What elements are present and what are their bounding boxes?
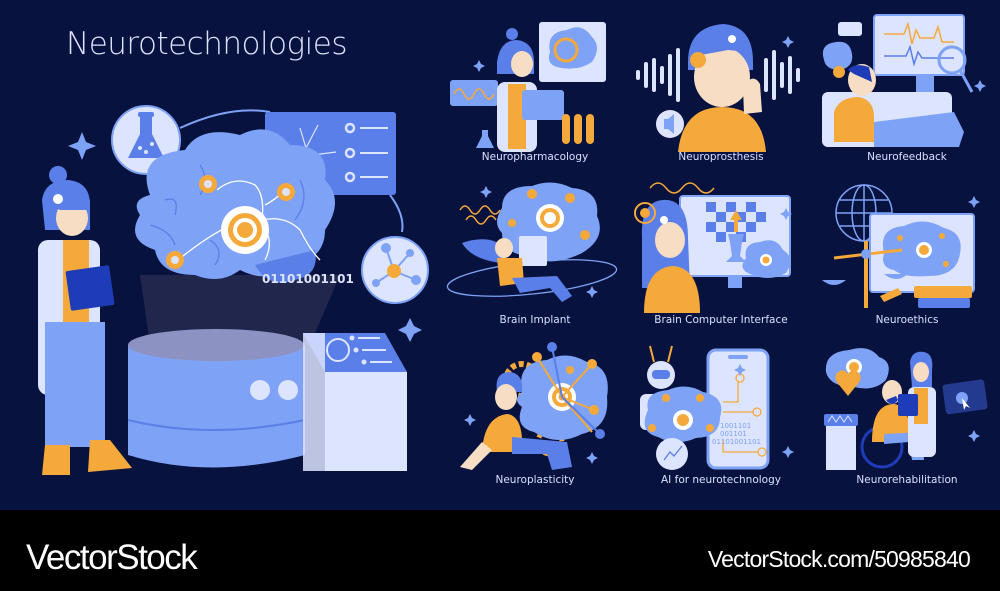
brand-logo: VectorStock <box>26 538 198 577</box>
tile-label: Brain Computer Interface <box>654 314 788 326</box>
ai-neurotech-illustration: 1001101 001101 01101001101 <box>640 345 794 470</box>
page-title: Neurotechnologies <box>66 26 348 62</box>
neurofeedback-illustration <box>822 14 986 147</box>
sparkle-icon <box>68 132 422 342</box>
image-id-text: VectorStock.com/50985840 <box>707 546 971 572</box>
phone-binary-line: 1001101 <box>720 422 751 430</box>
phone-binary-line: 01101001101 <box>712 438 761 446</box>
hero-illustration: 01101001101 <box>0 100 440 480</box>
binary-code-text: 01101001101 <box>262 272 354 286</box>
tile-label: Neuropharmacology <box>481 151 589 163</box>
tile-brain-computer-interface: Brain Computer Interface <box>628 178 814 338</box>
tile-neuroplasticity: Neuroplasticity <box>442 342 628 502</box>
pedestal-icon <box>127 329 306 468</box>
tile-label: Neurofeedback <box>867 151 947 163</box>
tile-neuropharmacology: Neuropharmacology <box>442 12 628 172</box>
sound-wave-icon <box>636 48 800 102</box>
watermark-footer: VectorStock VectorStock.com/50985840 <box>0 510 1000 591</box>
tile-label: Neuroethics <box>875 314 939 326</box>
neuroethics-illustration <box>822 184 980 308</box>
tile-ai-for-neurotechnology: 1001101 001101 01101001101 AI for neurot… <box>628 342 814 502</box>
neuropharmacology-illustration <box>450 22 606 152</box>
molecule-bubble-icon <box>361 236 429 304</box>
tile-label: Brain Implant <box>499 314 571 326</box>
tile-label: Neuroprosthesis <box>678 151 764 163</box>
console-icon <box>303 333 407 471</box>
tile-neuroethics: Neuroethics <box>814 178 1000 338</box>
tile-neurofeedback: Neurofeedback <box>814 12 1000 172</box>
tile-label: AI for neurotechnology <box>661 474 781 486</box>
neuroprosthesis-illustration <box>636 24 800 152</box>
scientist-character-icon <box>38 166 132 475</box>
bci-illustration <box>634 182 792 313</box>
neuroplasticity-illustration <box>460 342 608 470</box>
neurorehabilitation-illustration <box>824 348 988 470</box>
trend-chart-icon <box>663 445 683 461</box>
tile-neurorehabilitation: Neurorehabilitation <box>814 342 1000 502</box>
brain-icon <box>135 129 335 283</box>
heart-icon <box>835 370 861 396</box>
phone-binary-line: 001101 <box>720 430 747 438</box>
tile-neuroprosthesis: Neuroprosthesis <box>628 12 814 172</box>
brain-implant-illustration <box>446 182 618 302</box>
scales-icon <box>822 241 908 308</box>
hero-scene: 01101001101 <box>38 105 429 475</box>
tile-label: Neuroplasticity <box>495 474 575 486</box>
tile-brain-implant: Brain Implant <box>442 178 628 338</box>
tile-label: Neurorehabilitation <box>856 474 958 486</box>
illustration-canvas: Neurotechnologies <box>0 0 1000 510</box>
